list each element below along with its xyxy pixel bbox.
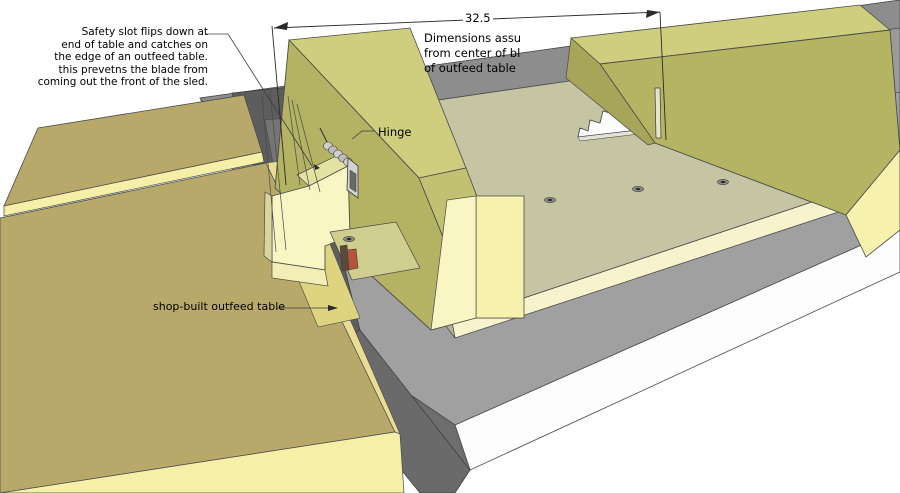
runner-dark-back — [339, 244, 350, 272]
outfeed-table-far-edge — [3, 151, 265, 217]
rear-fence-left-end — [565, 37, 656, 146]
leader-safety-note — [206, 33, 313, 167]
leader-hinge — [351, 130, 374, 140]
dimension-ext-left — [271, 25, 287, 186]
safety-block-tongue — [271, 261, 329, 287]
hinge-pin-line — [319, 127, 328, 143]
outfeed-table-label: shop-built outfeed table — [153, 300, 286, 313]
hidden-line — [261, 95, 277, 253]
safety-block-left-side — [263, 191, 273, 263]
construction-lines — [261, 91, 321, 253]
hidden-line — [296, 103, 321, 193]
front-fence — [274, 27, 525, 331]
dimension-assumption-note: Dimensions assu from center of bl of out… — [424, 31, 522, 75]
screw-slot — [547, 198, 553, 202]
rear-fence-blade-kerf — [654, 87, 662, 139]
hinge-leaf-shadow — [349, 169, 357, 193]
runner-screw-slot — [346, 237, 352, 241]
hidden-line — [291, 99, 311, 191]
screw-slot — [635, 187, 641, 191]
rear-fence — [565, 4, 900, 258]
safety-slot-note: Safety slot flips down at end of table a… — [37, 26, 208, 89]
sled-base-screws — [544, 179, 729, 203]
sled-runner — [329, 221, 421, 281]
hinge-label: Hinge — [378, 125, 412, 139]
screw-slot — [720, 180, 726, 184]
hinge — [319, 127, 359, 199]
rear-fence-right-endcap — [845, 149, 900, 258]
safety-slot-block — [263, 154, 351, 287]
leader-outfeed-arrow — [328, 305, 338, 311]
front-fence-endcap-inner — [430, 195, 477, 331]
dimension-arrow-right — [646, 10, 660, 18]
dimension-arrow-left — [274, 22, 288, 30]
dimension-value-label: 32.5 — [463, 11, 493, 25]
dimension-ext-right — [659, 11, 667, 141]
front-fence-endcap — [475, 195, 525, 319]
leader-lines — [206, 33, 374, 311]
outfeed-table-near-front-face — [0, 431, 405, 493]
hidden-line — [287, 95, 301, 186]
hidden-line — [269, 91, 287, 251]
safety-block-mark — [314, 164, 320, 170]
